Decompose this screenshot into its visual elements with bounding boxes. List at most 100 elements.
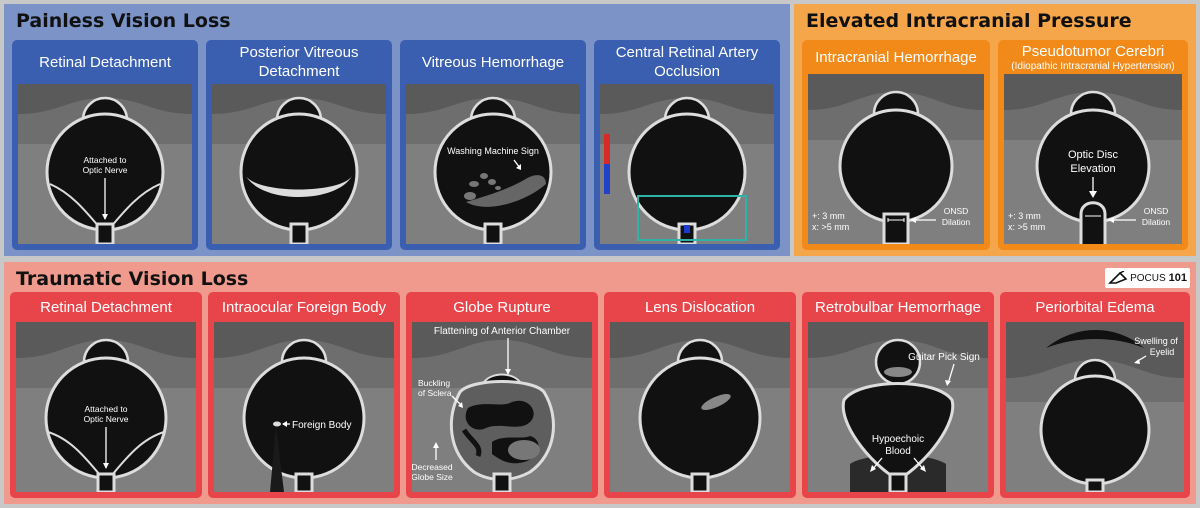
annotation-text: Attached to <box>84 404 127 414</box>
card-title: Central Retinal Artery Occlusion <box>615 44 759 80</box>
svg-text:Dilation: Dilation <box>1142 217 1171 227</box>
ultrasound-panel: Flattening of Anterior Chamber Buckling … <box>412 322 592 492</box>
eye-ultrasound-diagram: Swelling of Eyelid <box>1006 322 1184 492</box>
svg-text:Optic Nerve: Optic Nerve <box>83 165 128 175</box>
annotation-text: Buckling <box>418 378 450 388</box>
card-traumatic-retinal-detachment: Retinal Detachment Attached to Optic Ner… <box>10 292 202 498</box>
svg-text:Decreased: Decreased <box>412 462 453 472</box>
card-title: Lens Dislocation <box>644 298 756 316</box>
pocus101-logo: POCUS 101 <box>1105 268 1190 288</box>
card-globe-rupture: Globe Rupture Flattening of Anterior Cha… <box>406 292 598 498</box>
annotation-text: Attached to <box>83 155 126 165</box>
ultrasound-panel <box>212 84 386 244</box>
eye-ultrasound-diagram: Guitar Pick Sign Hypoechoic Blood <box>808 322 988 492</box>
svg-text:Hypoechoic: Hypoechoic <box>872 434 924 445</box>
card-title: Retinal Detachment <box>39 53 171 71</box>
card-title: Retinal Detachment <box>40 298 172 316</box>
svg-text:Dilation: Dilation <box>942 217 971 227</box>
card-posterior-vitreous-detachment: Posterior Vitreous Detachment <box>206 40 392 250</box>
eye-ultrasound-diagram: Foreign Body <box>214 322 394 492</box>
svg-text:Attached to: Attached to <box>84 404 127 414</box>
traumatic-vision-loss-section: Traumatic Vision Loss POCUS 101 Retinal … <box>4 262 1196 504</box>
card-lens-dislocation: Lens Dislocation <box>604 292 796 498</box>
section-title: Painless Vision Loss <box>16 10 231 32</box>
card-title: Pseudotumor Cerebri <box>1021 42 1165 60</box>
eye-ultrasound-diagram <box>610 322 790 492</box>
annotation-text: ONSD <box>944 206 969 216</box>
card-title: Periorbital Edema <box>1035 298 1155 316</box>
card-pseudotumor-cerebri: Pseudotumor Cerebri (Idiopathic Intracra… <box>998 40 1188 250</box>
annotation-text: Swelling of <box>1134 336 1178 346</box>
ultrasound-panel: +: 3 mm x: >5 mm ONSD Dilation <box>808 74 984 244</box>
annotation-text: of Sclera <box>418 388 452 398</box>
dislocated-lens <box>701 394 731 410</box>
annotation-text: Elevation <box>1070 163 1115 175</box>
card-intracranial-hemorrhage: Intracranial Hemorrhage +: 3 mm x: >5 mm… <box>802 40 990 250</box>
elevated-icp-section: Elevated Intracranial Pressure Intracran… <box>794 4 1196 256</box>
section-title: Traumatic Vision Loss <box>16 268 249 290</box>
card-title: Posterior Vitreous Detachment <box>239 44 359 80</box>
eye-ultrasound-diagram: Attached to Optic Nerve <box>18 84 192 244</box>
ultrasound-panel: Foreign Body <box>214 322 394 492</box>
acoustic-shadow <box>270 426 284 492</box>
painless-vision-loss-section: Painless Vision Loss Retinal Detachment … <box>4 4 790 256</box>
svg-text:ONSD: ONSD <box>1144 206 1169 216</box>
annotation-text: Decreased <box>412 462 453 472</box>
eye-ultrasound-diagram: +: 3 mm x: >5 mm ONSD Dilation <box>808 74 984 244</box>
annotation-text: Globe Size <box>412 472 453 482</box>
doppler-scale-red <box>604 134 610 164</box>
annotation-text: Optic Nerve <box>83 165 128 175</box>
measure-text: +: 3 mm <box>812 211 845 221</box>
doppler-box <box>637 195 747 241</box>
doppler-scale-blue <box>604 164 610 194</box>
card-title: Intraocular Foreign Body <box>221 298 387 316</box>
annotation-text: Dilation <box>1142 217 1171 227</box>
card-title: Intracranial Hemorrhage <box>815 48 977 66</box>
card-title: Vitreous Hemorrhage <box>421 53 565 71</box>
ultrasound-panel <box>610 322 790 492</box>
eye-ultrasound-diagram: Attached to Optic Nerve <box>16 322 196 492</box>
eye-ultrasound-diagram: Washing Machine Sign <box>406 84 580 244</box>
svg-text:ONSD: ONSD <box>944 206 969 216</box>
card-title: Globe Rupture <box>453 298 551 316</box>
ultrasound-panel: Swelling of Eyelid <box>1006 322 1184 492</box>
annotation-text: Washing Machine Sign <box>447 146 539 156</box>
card-intraocular-foreign-body: Intraocular Foreign Body Foreign Body <box>208 292 400 498</box>
logo-number: 101 <box>1168 272 1187 284</box>
ultrasound-panel: Optic Disc Elevation +: 3 mm x: >5 mm ON… <box>1004 74 1182 244</box>
ultrasound-panel <box>600 84 774 244</box>
svg-text:Elevation: Elevation <box>1070 163 1115 175</box>
card-subtitle: (Idiopathic Intracranial Hypertension) <box>1011 60 1175 72</box>
annotation-text: Hypoechoic <box>872 434 924 445</box>
measure-text: x: >5 mm <box>812 222 849 232</box>
annotation-text: Blood <box>885 446 911 457</box>
annotation-text: Foreign Body <box>292 420 351 431</box>
swollen-eyelid <box>1046 330 1144 348</box>
annotation-text: Eyelid <box>1150 347 1175 357</box>
probe-icon <box>1108 271 1128 284</box>
ultrasound-panel: Guitar Pick Sign Hypoechoic Blood <box>808 322 988 492</box>
svg-text:Optic Nerve: Optic Nerve <box>84 414 129 424</box>
annotation-text: ONSD <box>1144 206 1169 216</box>
svg-text:of Sclera: of Sclera <box>418 388 452 398</box>
svg-text:Attached to: Attached to <box>83 155 126 165</box>
card-vitreous-hemorrhage: Vitreous Hemorrhage Washing Machine Sign <box>400 40 586 250</box>
eye-ultrasound-diagram <box>600 84 774 244</box>
card-periorbital-edema: Periorbital Edema Swelling of Eyelid <box>1000 292 1190 498</box>
svg-text:Buckling: Buckling <box>418 378 450 388</box>
eye-ultrasound-diagram: Flattening of Anterior Chamber Buckling … <box>412 322 592 492</box>
ultrasound-panel: Attached to Optic Nerve <box>18 84 192 244</box>
annotation-text: Dilation <box>942 217 971 227</box>
svg-text:Blood: Blood <box>885 446 911 457</box>
annotation-text: Guitar Pick Sign <box>908 352 980 363</box>
section-title: Elevated Intracranial Pressure <box>806 10 1132 32</box>
ultrasound-panel: Attached to Optic Nerve <box>16 322 196 492</box>
logo-text: POCUS <box>1130 272 1166 284</box>
eye-ultrasound-diagram <box>212 84 386 244</box>
foreign-body <box>273 421 281 427</box>
annotation-text: Optic Nerve <box>84 414 129 424</box>
card-title: Retrobulbar Hemorrhage <box>815 298 981 316</box>
svg-text:Eyelid: Eyelid <box>1150 347 1175 357</box>
eye-ultrasound-diagram: Optic Disc Elevation +: 3 mm x: >5 mm ON… <box>1004 74 1182 244</box>
measure-text: x: >5 mm <box>1008 222 1045 232</box>
